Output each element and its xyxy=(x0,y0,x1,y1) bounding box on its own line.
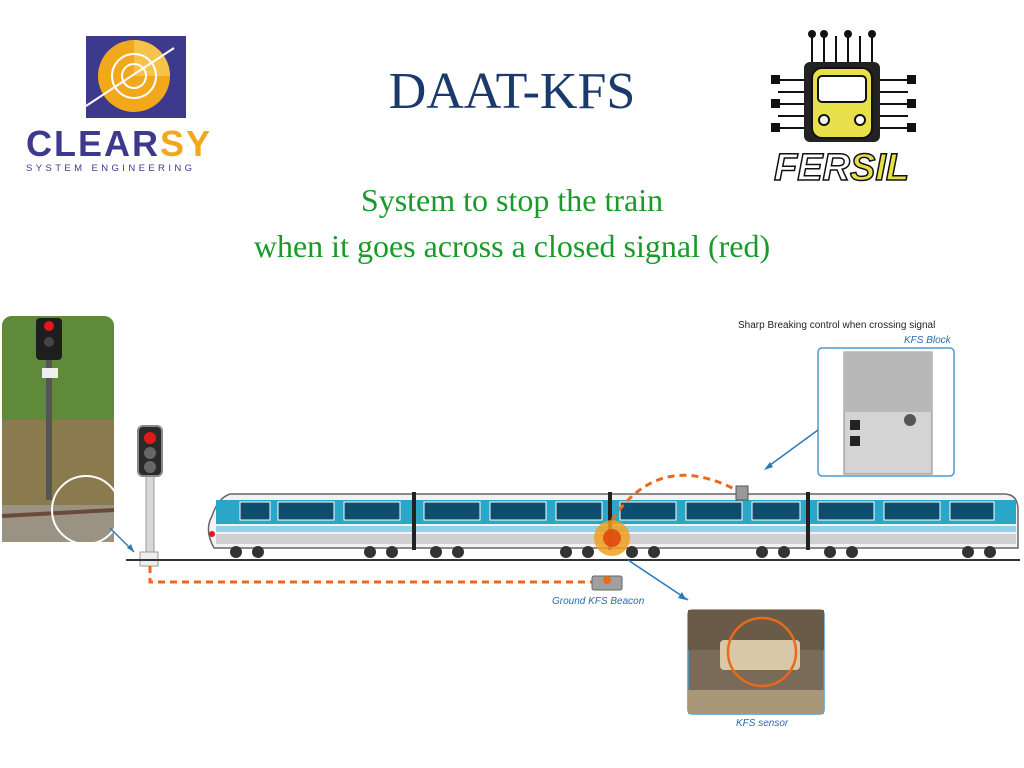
signal-trackside-box xyxy=(139,551,159,567)
signal-mast xyxy=(137,425,163,559)
subtitle-line-2: when it goes across a closed signal (red… xyxy=(253,228,771,264)
label-ground-kfs-beacon: Ground KFS Beacon xyxy=(552,596,645,607)
kfs-block-photo xyxy=(817,347,955,477)
clearsy-tagline: SYSTEM ENGINEERING xyxy=(26,163,195,174)
train xyxy=(207,492,1019,558)
signal-photo xyxy=(1,316,121,545)
kfs-block-onboard xyxy=(735,485,749,501)
caption-sharp-braking: Sharp Breaking control when crossing sig… xyxy=(738,320,936,331)
fersil-logo: FERSIL xyxy=(771,30,916,188)
label-kfs-sensor: KFS sensor xyxy=(736,718,789,729)
label-kfs-block: KFS Block xyxy=(904,335,951,346)
clearsy-logo: CLEARSY SYSTEM ENGINEERING xyxy=(26,36,212,174)
clearsy-wordmark: CLEARSY xyxy=(26,123,212,164)
fersil-wordmark: FERSIL xyxy=(774,147,909,188)
subtitle-line-1: System to stop the train xyxy=(360,182,664,218)
page-title: DAAT-KFS xyxy=(388,63,636,120)
signal-beacon-link xyxy=(148,566,592,584)
kfs-sensor-glow xyxy=(594,520,630,556)
red-light-icon xyxy=(144,432,156,444)
kfs-sensor-photo xyxy=(687,609,825,715)
ground-kfs-beacon xyxy=(591,575,623,591)
sensor-block-link xyxy=(610,473,741,521)
